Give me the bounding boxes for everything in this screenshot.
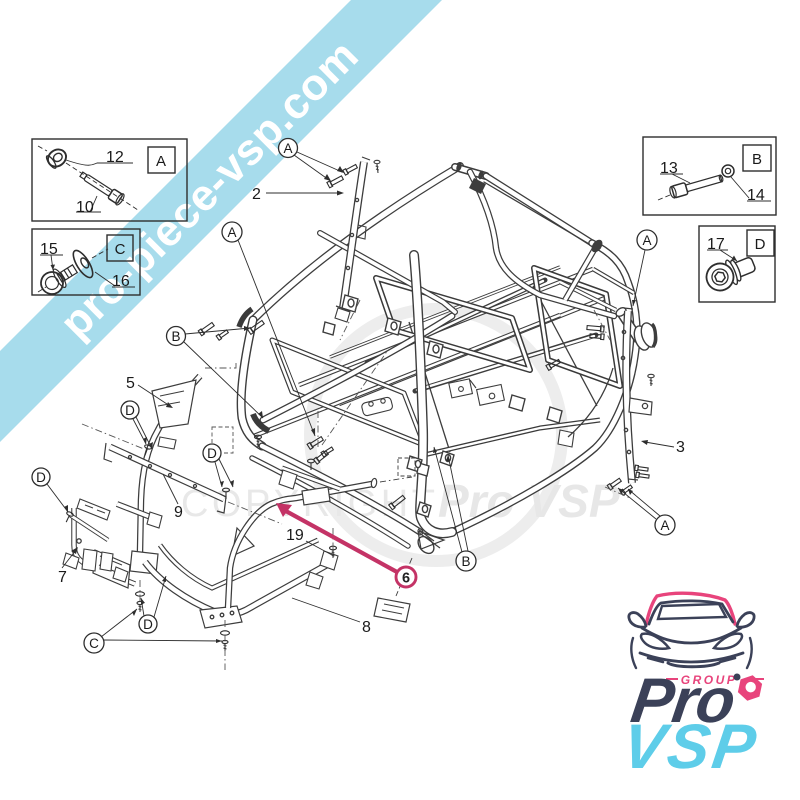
svg-text:D: D bbox=[207, 446, 217, 461]
svg-text:GROUP: GROUP bbox=[681, 673, 738, 687]
svg-text:Pro VSP: Pro VSP bbox=[438, 475, 620, 527]
svg-text:B: B bbox=[461, 554, 470, 569]
svg-text:15: 15 bbox=[40, 241, 58, 258]
svg-text:3: 3 bbox=[676, 439, 685, 456]
svg-text:14: 14 bbox=[747, 187, 765, 204]
svg-text:B: B bbox=[171, 329, 180, 344]
svg-text:A: A bbox=[156, 153, 166, 170]
svg-text:6: 6 bbox=[402, 571, 410, 587]
svg-text:9: 9 bbox=[174, 504, 183, 521]
svg-text:D: D bbox=[143, 617, 153, 632]
svg-text:7: 7 bbox=[58, 569, 67, 586]
svg-text:10: 10 bbox=[76, 199, 94, 216]
svg-text:A: A bbox=[660, 518, 669, 533]
svg-text:A: A bbox=[642, 233, 651, 248]
svg-text:A: A bbox=[283, 141, 292, 156]
svg-text:19: 19 bbox=[286, 527, 304, 544]
svg-text:13: 13 bbox=[660, 160, 678, 177]
svg-text:C: C bbox=[115, 241, 126, 258]
svg-text:D: D bbox=[36, 470, 46, 485]
svg-text:A: A bbox=[227, 225, 236, 240]
svg-text:VSP: VSP bbox=[618, 712, 763, 782]
svg-text:16: 16 bbox=[112, 273, 130, 290]
svg-text:C: C bbox=[89, 636, 99, 651]
svg-text:D: D bbox=[125, 403, 135, 418]
svg-text:17: 17 bbox=[707, 236, 725, 253]
svg-text:2: 2 bbox=[252, 186, 261, 203]
svg-text:Pro: Pro bbox=[627, 666, 739, 736]
svg-text:12: 12 bbox=[106, 149, 124, 166]
svg-text:5: 5 bbox=[126, 375, 135, 392]
svg-text:D: D bbox=[755, 236, 766, 253]
svg-text:B: B bbox=[752, 151, 762, 168]
svg-text:8: 8 bbox=[362, 619, 371, 636]
